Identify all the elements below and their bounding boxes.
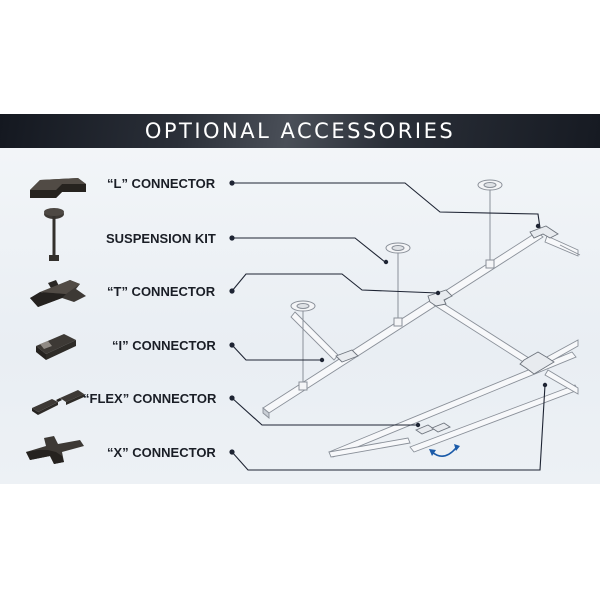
accessories-panel (0, 148, 600, 484)
banner-title: OPTIONAL ACCESSORIES (144, 119, 456, 143)
t-connector-icon (30, 280, 86, 307)
l-connector-icon (30, 178, 86, 198)
leader-lines (231, 182, 546, 471)
label-t-connector: “T” CONNECTOR (107, 284, 216, 299)
grid-connectors (335, 225, 559, 435)
leader-dots (229, 180, 548, 455)
track-grid (262, 231, 581, 458)
suspension-poles (290, 179, 503, 391)
header-banner: OPTIONAL ACCESSORIES (0, 114, 600, 148)
flex-rotation-arrow (431, 447, 457, 457)
label-x-connector: “X” CONNECTOR (107, 445, 216, 460)
flex-connector-icon (32, 390, 84, 415)
i-connector-icon (36, 334, 76, 360)
label-l-connector: “L” CONNECTOR (107, 176, 216, 191)
label-i-connector: “I” CONNECTOR (112, 338, 216, 353)
suspension-kit-icon (44, 208, 64, 261)
label-flex-connector: “FLEX” CONNECTOR (83, 391, 217, 406)
x-connector-icon (26, 436, 84, 464)
label-suspension-kit: SUSPENSION KIT (106, 231, 216, 246)
